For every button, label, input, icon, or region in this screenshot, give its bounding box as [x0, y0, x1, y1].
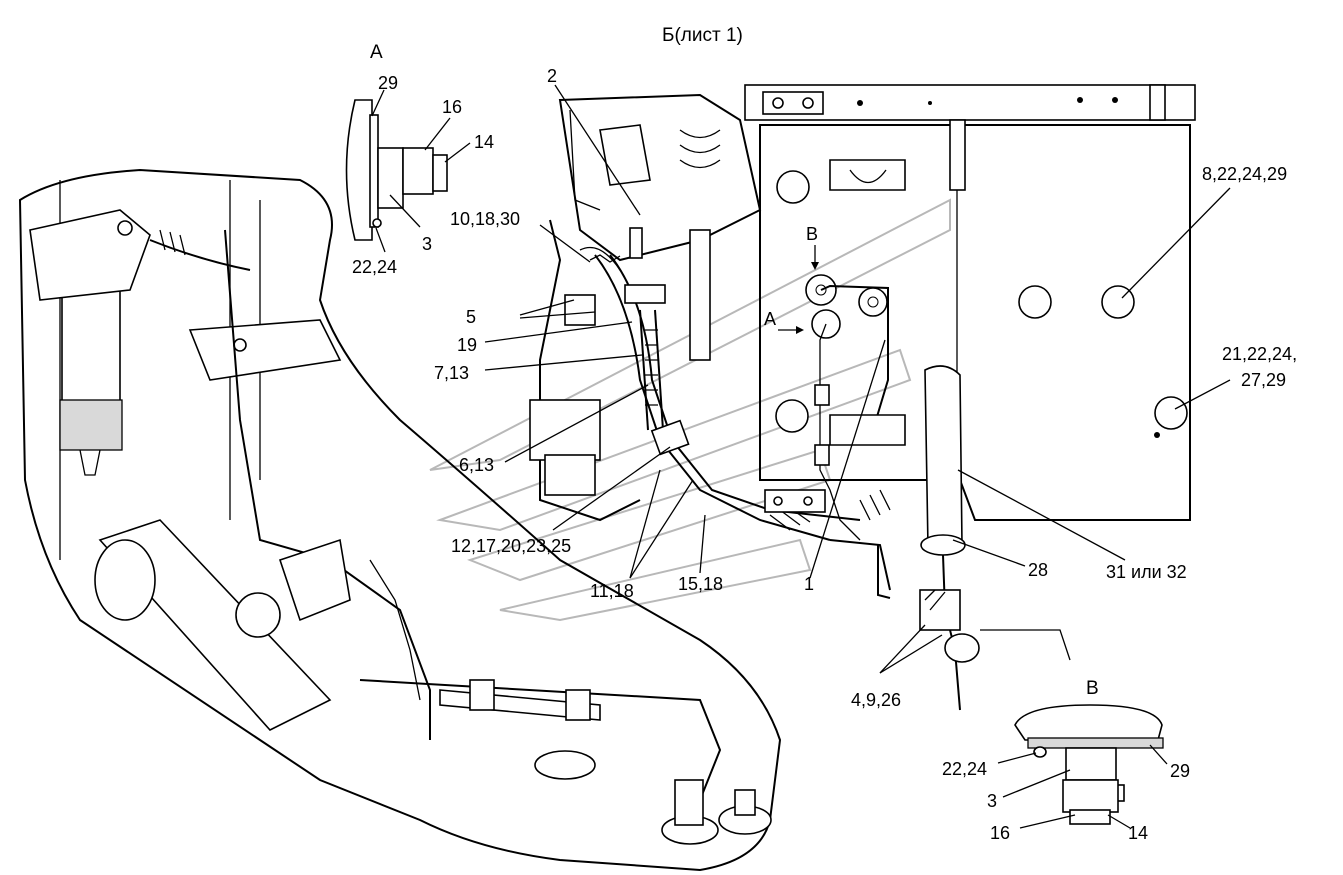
label-v-22-24: 22,24	[942, 759, 987, 779]
label-12-17-20-23-25: 12,17,20,23,25	[451, 536, 571, 556]
label-v-3: 3	[987, 791, 997, 811]
label-a-16: 16	[442, 97, 462, 117]
view-a-title: А	[370, 42, 383, 63]
label-31-or-32: 31 или 32	[1106, 562, 1187, 582]
view-v-title: В	[1086, 678, 1099, 699]
left-machine-body	[18, 168, 782, 872]
label-a-29: 29	[378, 73, 398, 93]
label-v-14: 14	[1128, 823, 1148, 843]
label-1: 1	[804, 574, 814, 594]
label-a-22-24: 22,24	[352, 257, 397, 277]
label-6-13: 6,13	[459, 455, 494, 475]
label-19: 19	[457, 335, 477, 355]
label-4-9-26: 4,9,26	[851, 690, 901, 710]
view-b-title: Б(лист 1)	[662, 25, 743, 46]
arrow-v-label: В	[806, 224, 818, 244]
label-a-14: 14	[474, 132, 494, 152]
fuel-tank	[744, 84, 1196, 711]
label-7-13: 7,13	[434, 363, 469, 383]
leader-lines	[371, 84, 1231, 829]
label-15-18: 15,18	[678, 574, 723, 594]
label-a-3: 3	[422, 234, 432, 254]
detail-v	[1014, 704, 1164, 825]
view-arrows	[778, 245, 819, 334]
label-11-18: 11,18	[590, 581, 634, 601]
label-5: 5	[466, 307, 476, 327]
label-v-16: 16	[990, 823, 1010, 843]
label-8-22-24-29: 8,22,24,29	[1202, 164, 1287, 184]
labels: А Б(лист 1) В 29 16 14 3 22,24 2 10,18,3…	[352, 25, 1297, 843]
arrow-a-label: А	[764, 309, 776, 329]
label-10-18-30: 10,18,30	[450, 209, 520, 229]
label-27-29: 27,29	[1241, 370, 1286, 390]
label-v-29: 29	[1170, 761, 1190, 781]
detail-a	[345, 99, 448, 241]
label-28: 28	[1028, 560, 1048, 580]
tank-flanges	[775, 170, 1188, 438]
label-21-22-24: 21,22,24,	[1222, 344, 1297, 364]
label-2: 2	[547, 66, 557, 86]
